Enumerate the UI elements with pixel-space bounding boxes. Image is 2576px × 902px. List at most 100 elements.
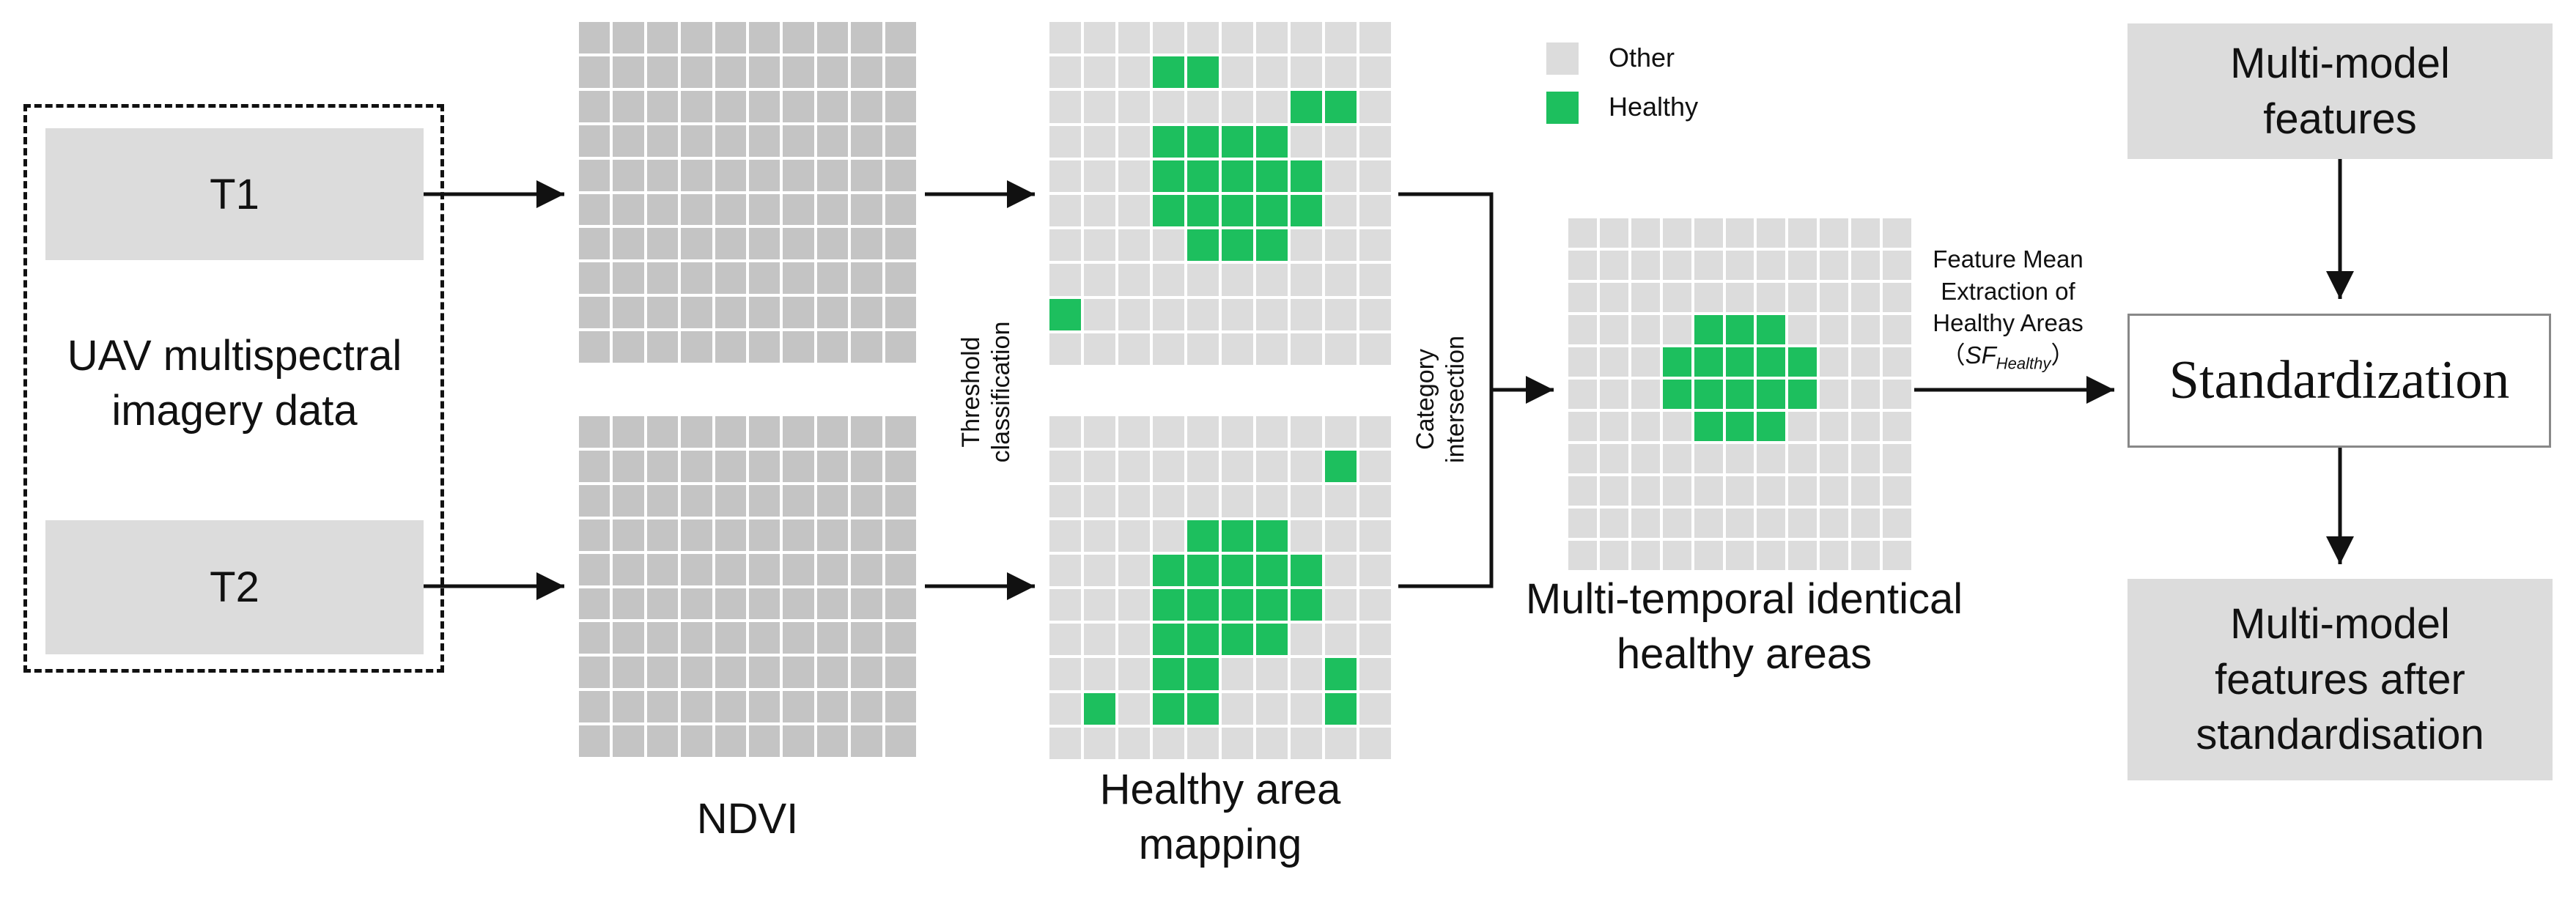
grid-cell: [715, 22, 746, 53]
grid-cell: [613, 297, 644, 329]
grid-cell: [783, 588, 814, 620]
grid-cell: [1222, 264, 1253, 296]
grid-cell: [1820, 380, 1849, 409]
grid-cell: [749, 297, 780, 329]
grid-cell-healthy: [1153, 56, 1184, 89]
grid-cell: [749, 484, 780, 517]
grid-cell: [1568, 476, 1597, 506]
grid-cell: [1084, 333, 1115, 365]
grid-cell-healthy: [1291, 160, 1322, 192]
grid-cell: [749, 553, 780, 585]
grid-cell-healthy: [1694, 380, 1723, 409]
grid-cell: [1291, 22, 1322, 54]
grid-cell: [851, 331, 882, 363]
grid-cell: [1084, 658, 1115, 690]
grid-cell-healthy: [1725, 315, 1754, 344]
grid-cell-healthy: [1256, 160, 1288, 192]
grid-cell: [1725, 541, 1754, 570]
grid-cell: [885, 691, 916, 723]
grid-cell: [1118, 160, 1150, 192]
grid-cell: [749, 228, 780, 260]
grid-cell-healthy: [1757, 380, 1786, 409]
grid-cell: [1662, 476, 1691, 506]
grid-cell: [1599, 412, 1628, 441]
mm-after-line1: Multi-model: [2230, 600, 2450, 648]
grid-cell: [1118, 56, 1150, 89]
grid-cell: [1725, 218, 1754, 248]
grid-cell: [851, 90, 882, 122]
input-title-line1: UAV multispectral: [67, 332, 402, 380]
grid-cell: [1084, 160, 1115, 192]
grid-cell: [1631, 412, 1660, 441]
grid-cell: [1049, 451, 1081, 483]
grid-cell: [1568, 218, 1597, 248]
grid-cell: [579, 553, 610, 585]
grid-cell: [1694, 476, 1723, 506]
grid-cell: [1153, 451, 1184, 483]
healthy-mapping-title: Healthy area mapping: [1026, 762, 1414, 873]
grid-cell: [783, 228, 814, 260]
grid-cell: [885, 331, 916, 363]
grid-cell: [1084, 416, 1115, 448]
grid-cell: [1325, 589, 1357, 621]
grid-cell: [1084, 264, 1115, 296]
grid-cell: [1694, 541, 1723, 570]
grid-cell: [646, 691, 679, 723]
grid-cell: [851, 691, 882, 723]
grid-cell: [749, 22, 780, 53]
grid-cell: [1631, 476, 1660, 506]
grid-cell: [1325, 229, 1357, 262]
grid-cell: [1153, 520, 1184, 552]
feature-mean-formula: （SFHealthy）: [1905, 339, 2111, 374]
grid-cell: [1599, 444, 1628, 473]
grid-cell-healthy: [1222, 520, 1253, 552]
connector-healthy-t1: [1398, 192, 1494, 588]
grid-cell: [1851, 251, 1881, 280]
grid-cell: [851, 588, 882, 620]
grid-cell: [579, 22, 610, 53]
grid-cell-healthy: [1694, 315, 1723, 344]
grid-cell: [579, 90, 610, 122]
grid-cell: [1049, 195, 1081, 227]
grid-cell: [646, 588, 679, 620]
grid-cell: [579, 484, 610, 517]
grid-cell: [1662, 283, 1691, 312]
grid-cell: [1359, 22, 1391, 54]
grid-cell: [646, 125, 679, 157]
grid-cell: [681, 519, 712, 551]
grid-cell: [1662, 444, 1691, 473]
grid-cell: [1788, 283, 1817, 312]
grid-cell: [885, 159, 916, 191]
grid-cell: [681, 657, 712, 689]
grid-cell: [681, 331, 712, 363]
grid-cell: [1187, 727, 1219, 759]
grid-cell: [1631, 251, 1660, 280]
grid-cell: [1851, 380, 1881, 409]
grid-cell: [715, 622, 746, 654]
grid-cell: [1568, 251, 1597, 280]
grid-cell: [1049, 56, 1081, 89]
grid-cell-healthy: [1084, 692, 1115, 725]
grid-cell: [613, 450, 644, 482]
grid-cell: [1118, 554, 1150, 586]
grid-cell-healthy: [1222, 160, 1253, 192]
grid-cell: [1118, 264, 1150, 296]
grid-cell: [885, 519, 916, 551]
grid-cell: [851, 297, 882, 329]
grid-cell-healthy: [1222, 554, 1253, 586]
grid-cell: [1359, 264, 1391, 296]
multi-model-features-box: Multi-model features: [2127, 23, 2553, 159]
grid-cell: [1820, 509, 1849, 538]
grid-cell: [579, 331, 610, 363]
grid-cell: [816, 159, 849, 191]
grid-cell: [579, 691, 610, 723]
grid-cell: [1084, 195, 1115, 227]
grid-cell-healthy: [1788, 380, 1817, 409]
grid-cell-healthy: [1694, 347, 1723, 377]
grid-cell: [783, 691, 814, 723]
healthy-mapping-line2: mapping: [1138, 821, 1302, 869]
grid-cell: [1084, 56, 1115, 89]
grid-cell: [1118, 22, 1150, 54]
grid-cell: [1851, 218, 1881, 248]
grid-cell: [579, 416, 610, 448]
